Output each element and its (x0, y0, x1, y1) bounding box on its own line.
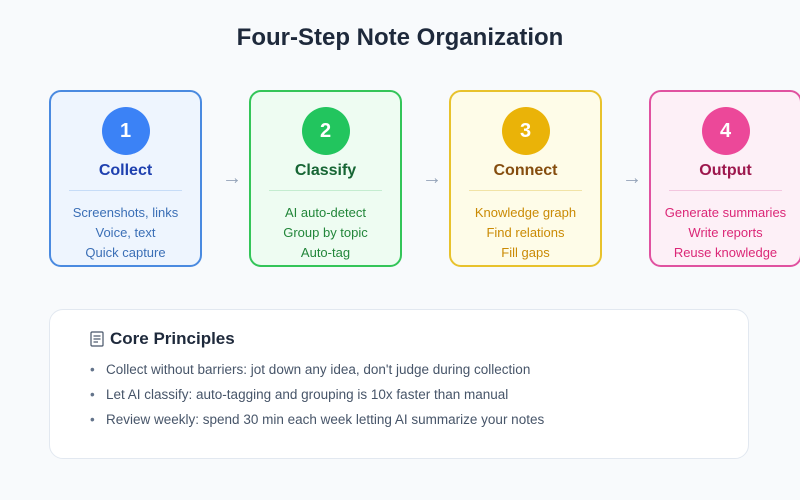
bullet-icon: • (90, 412, 95, 427)
page-title: Four-Step Note Organization (236, 24, 564, 51)
step-divider (669, 190, 782, 191)
step-item: Knowledge graph (474, 205, 577, 220)
step-divider (269, 190, 382, 191)
step-title: Classify (294, 162, 357, 179)
pin-icon (90, 331, 104, 347)
step-item: Reuse knowledge (673, 245, 778, 260)
principle-item: • Let AI classify: auto-tagging and group… (90, 387, 508, 402)
step-title: Collect (98, 162, 153, 179)
step-item: Group by topic (283, 225, 368, 240)
step-card-output: 4 Output Generate summaries Write report… (649, 90, 800, 267)
core-principles-panel: Core Principles • Collect without barrier… (49, 309, 749, 459)
principle-item: • Review weekly: spend 30 min each week l… (90, 412, 544, 427)
principle-text: Let AI classify: auto-tagging and groupi… (106, 387, 509, 402)
step-item: Write reports (688, 225, 763, 240)
bullet-icon: • (90, 362, 95, 377)
step-card-connect: 3 Connect Knowledge graph Find relations… (449, 90, 602, 267)
arrow-right-icon: → (622, 167, 642, 189)
step-title: Connect (493, 162, 558, 179)
step-title: Output (699, 162, 752, 179)
step-item: Generate summaries (664, 205, 787, 220)
step-item: Auto-tag (300, 245, 351, 260)
step-item: AI auto-detect (285, 205, 366, 220)
step-number-badge: 2 (301, 107, 350, 155)
step-items: Generate summaries Write reports Reuse k… (651, 203, 800, 263)
principle-item: • Collect without barriers: jot down any … (90, 362, 530, 377)
principle-text: Review weekly: spend 30 min each week le… (106, 412, 545, 427)
step-item: Fill gaps (501, 245, 550, 260)
arrow-right-icon: → (222, 167, 242, 189)
step-number-badge: 1 (101, 107, 150, 155)
principle-text: Collect without barriers: jot down any i… (106, 362, 531, 377)
step-divider (469, 190, 582, 191)
arrow-right-icon: → (422, 167, 442, 189)
step-number-badge: 4 (701, 107, 750, 155)
principles-heading: Core Principles (90, 329, 235, 349)
principles-heading-text: Core Principles (110, 329, 235, 348)
step-items: Screenshots, links Voice, text Quick cap… (51, 203, 200, 263)
step-item: Find relations (486, 225, 565, 240)
step-item: Screenshots, links (72, 205, 179, 220)
step-divider (69, 190, 182, 191)
bullet-icon: • (90, 387, 95, 402)
step-card-classify: 2 Classify AI auto-detect Group by topic… (249, 90, 402, 267)
step-number-badge: 3 (501, 107, 550, 155)
step-item: Quick capture (85, 245, 166, 260)
step-items: AI auto-detect Group by topic Auto-tag (251, 203, 400, 263)
step-card-collect: 1 Collect Screenshots, links Voice, text… (49, 90, 202, 267)
step-items: Knowledge graph Find relations Fill gaps (451, 203, 600, 263)
step-item: Voice, text (95, 225, 156, 240)
